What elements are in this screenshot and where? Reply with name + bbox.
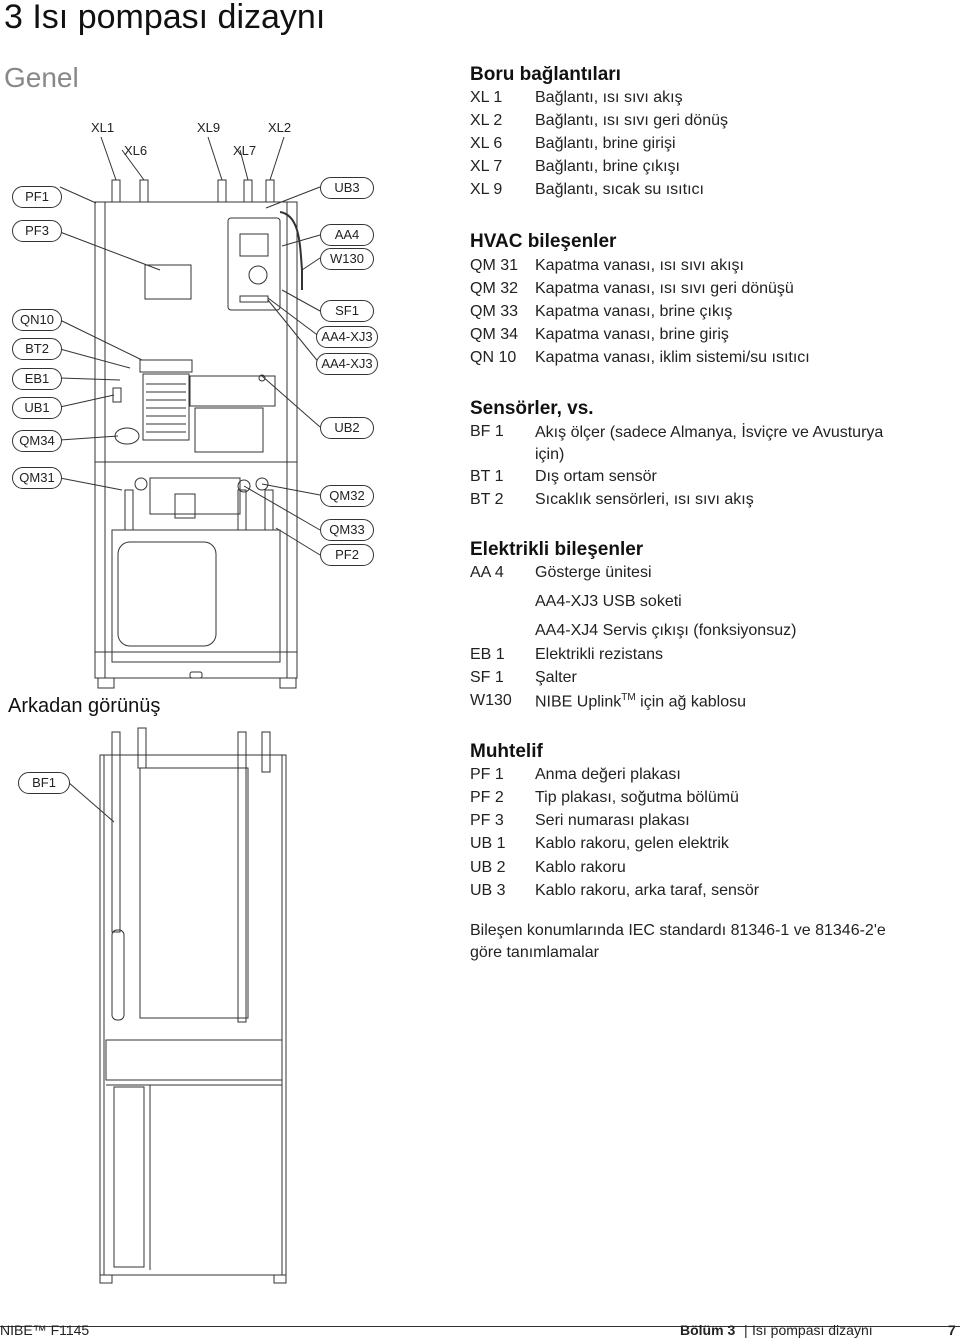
label-qm34: QM34 [12, 430, 62, 452]
heading-elektrik: Elektrikli bileşenler [470, 539, 644, 560]
heading-hvac: HVAC bileşenler [470, 231, 617, 252]
label-aa4: AA4 [320, 224, 374, 246]
label-ub3: UB3 [320, 177, 374, 199]
footer-product: NIBE™ F1145 [0, 1322, 90, 1338]
footer-chapter: Bölüm 3 [680, 1322, 736, 1338]
label-sf1: SF1 [320, 300, 374, 322]
label-ub2: UB2 [320, 417, 374, 439]
label-bf1: BF1 [18, 772, 70, 794]
label-aa4-xj3-b: AA4-XJ3 [316, 353, 378, 375]
label-xl6: XL6 [124, 143, 148, 158]
footer-divider [0, 1326, 960, 1327]
label-xl2: XL2 [268, 120, 292, 135]
label-qn10: QN10 [12, 309, 62, 331]
heading-muhtelif: Muhtelif [470, 741, 543, 762]
label-qm33: QM33 [320, 519, 374, 541]
label-eb1: EB1 [12, 368, 62, 390]
label-qm32: QM32 [320, 485, 374, 507]
list-item-desc: Akış ölçer (sadece Almanya, İsviçre ve A… [535, 424, 884, 463]
label-ub1: UB1 [12, 397, 62, 419]
label-pf3: PF3 [12, 220, 62, 242]
label-qm31: QM31 [12, 467, 62, 489]
standards-note: Bileşen konumlarında IEC standardı 81346… [470, 922, 886, 961]
heading-boru: Boru bağlantıları [470, 64, 621, 85]
label-aa4-xj3-a: AA4-XJ3 [316, 326, 378, 348]
section-subtitle: Genel [4, 62, 79, 93]
footer-separator: | [744, 1322, 748, 1338]
drawing-caption: Arkadan görünüş [8, 695, 161, 717]
label-pf2: PF2 [320, 544, 374, 566]
page-title: 3 Isı pompası dizaynı [4, 0, 326, 36]
heading-sensor: Sensörler, vs. [470, 398, 594, 419]
label-bt2: BT2 [12, 338, 62, 360]
label-pf1: PF1 [12, 186, 62, 208]
label-xl1: XL1 [91, 120, 115, 135]
rear-view-drawing [0, 0, 460, 1320]
label-xl7: XL7 [233, 143, 257, 158]
footer-section: Isı pompası dizaynı [752, 1322, 873, 1338]
label-xl9: XL9 [197, 120, 221, 135]
page-number: 7 [948, 1322, 956, 1338]
label-w130: W130 [320, 248, 374, 270]
